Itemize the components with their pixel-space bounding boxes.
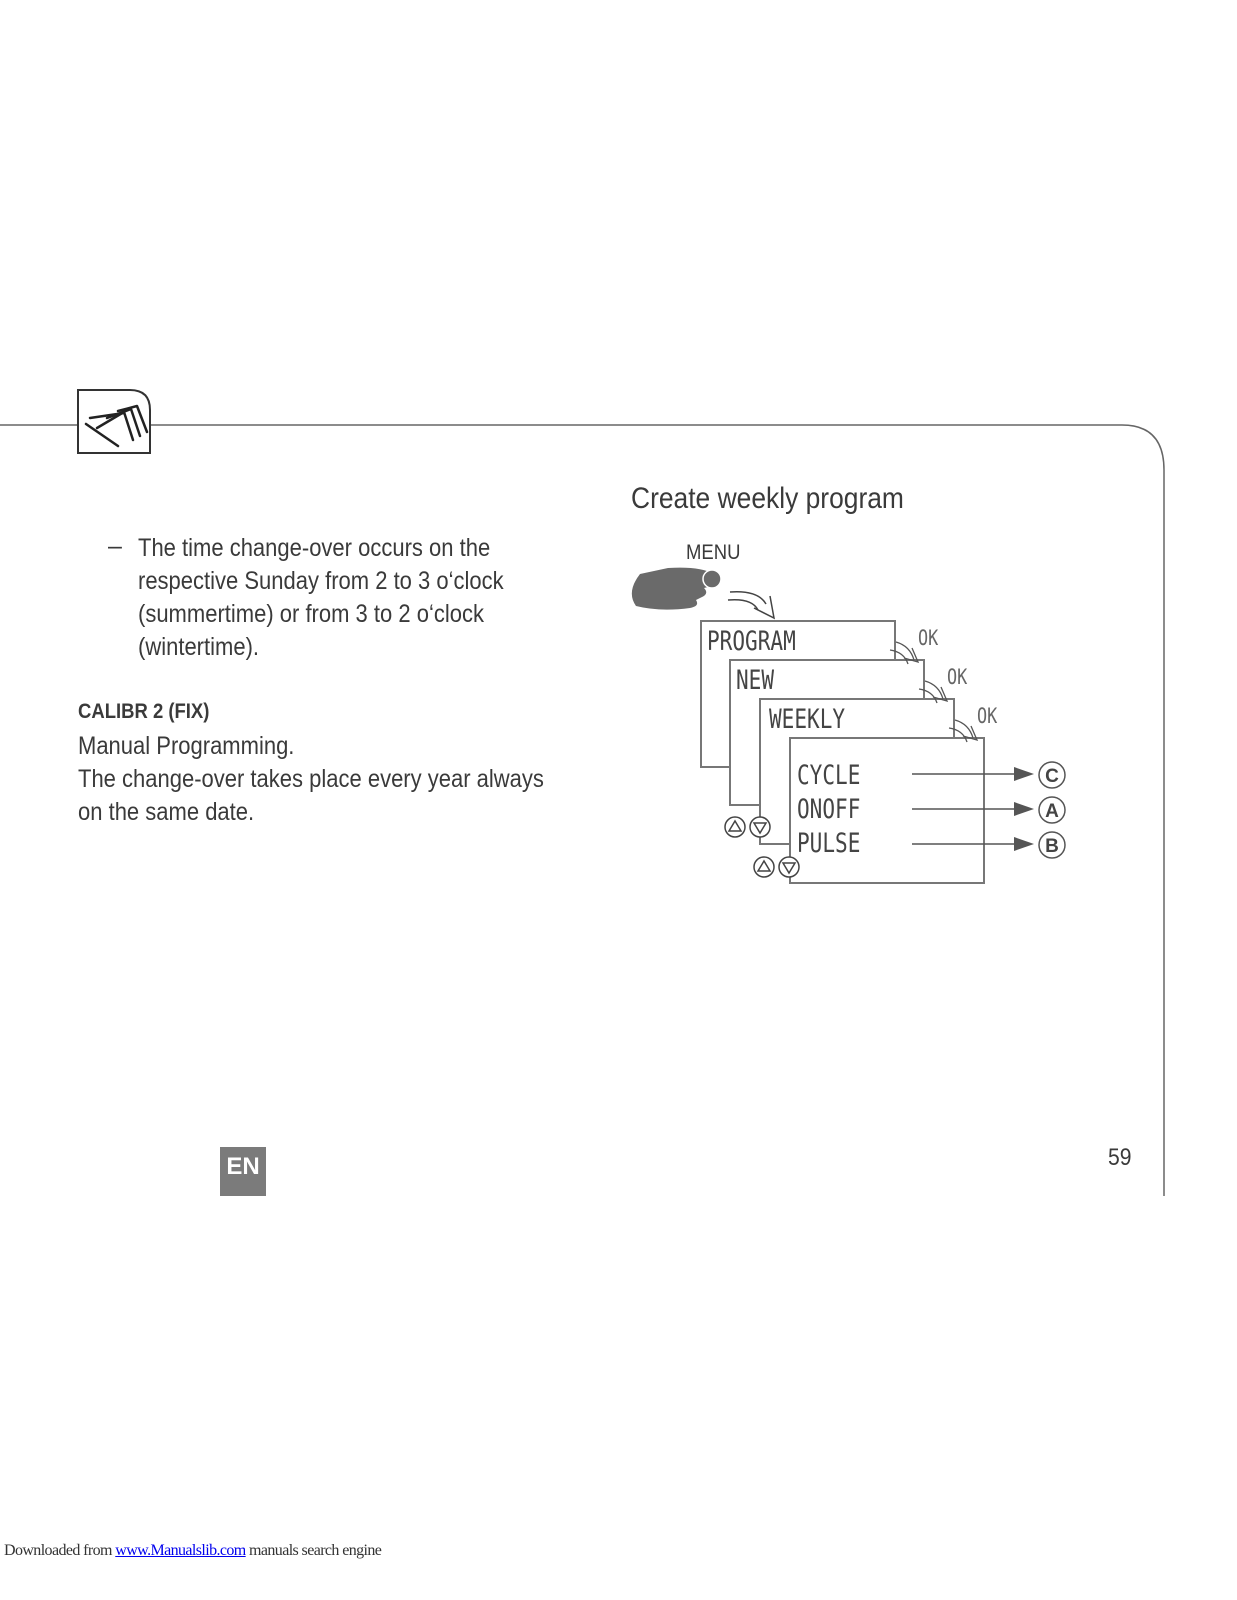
marker-circle [1038,796,1066,824]
calibr-heading: CALIBR 2 (FIX) [78,700,210,723]
lcd-new: NEW [736,665,775,696]
marker-circle [1038,761,1066,789]
curved-arrow-icon [727,591,776,620]
ok-label: OK [918,626,939,650]
lcd-program: PROGRAM [707,626,796,657]
lcd-option-cycle: CYCLE [797,760,861,791]
bullet-dash: – [108,532,122,560]
option-arrow [912,837,1034,851]
calibr-paragraph: Manual Programming. The change-over take… [78,730,544,829]
bullet-paragraph: The time change-over occurs on the respe… [138,532,504,664]
down-arrow-button-icon [749,816,771,838]
ok-arrow-icon [889,641,920,665]
ok-arrow-icon [948,719,979,743]
manualslib-link[interactable]: www.Manualslib.com [115,1542,246,1559]
lcd-weekly: WEEKLY [769,704,846,735]
lcd-option-pulse: PULSE [797,828,861,859]
footer-prefix: Downloaded from [4,1542,116,1559]
bullet-line: (summertime) or from 3 to 2 o‘clock [138,600,484,628]
marker-circle [1038,831,1066,859]
option-arrow [912,802,1034,816]
option-marker-a: A [1045,801,1059,822]
lcd-option-onoff: ONOFF [797,794,861,825]
download-footer: Downloaded from www.Manualslib.com manua… [4,1542,382,1560]
calibr-line: on the same date. [78,798,255,826]
bullet-line: (wintertime). [138,633,260,661]
up-arrow-button-icon [724,816,746,838]
bullet-line: The time change-over occurs on the [138,534,491,562]
page-number: 59 [1108,1144,1132,1171]
option-marker-b: B [1045,836,1059,857]
screen-options [789,737,985,884]
bullet-line: respective Sunday from 2 to 3 o‘clock [138,567,504,595]
ok-arrow-icon [918,680,949,704]
calibr-line: Manual Programming. [78,732,295,760]
ok-label: OK [947,665,968,689]
up-arrow-button-icon [753,856,775,878]
footer-suffix: manuals search engine [245,1542,382,1559]
menu-button-label: MENU [686,541,741,564]
option-marker-c: C [1045,766,1059,787]
down-arrow-button-icon [778,856,800,878]
language-label: EN [226,1153,260,1180]
ok-label: OK [977,704,998,728]
diagram-title: Create weekly program [631,482,904,515]
hand-pointer-icon [77,389,151,454]
language-badge: EN [220,1147,266,1196]
calibr-line: The change-over takes place every year a… [78,765,544,793]
option-arrow [912,767,1034,781]
pointing-hand-icon [631,567,722,610]
